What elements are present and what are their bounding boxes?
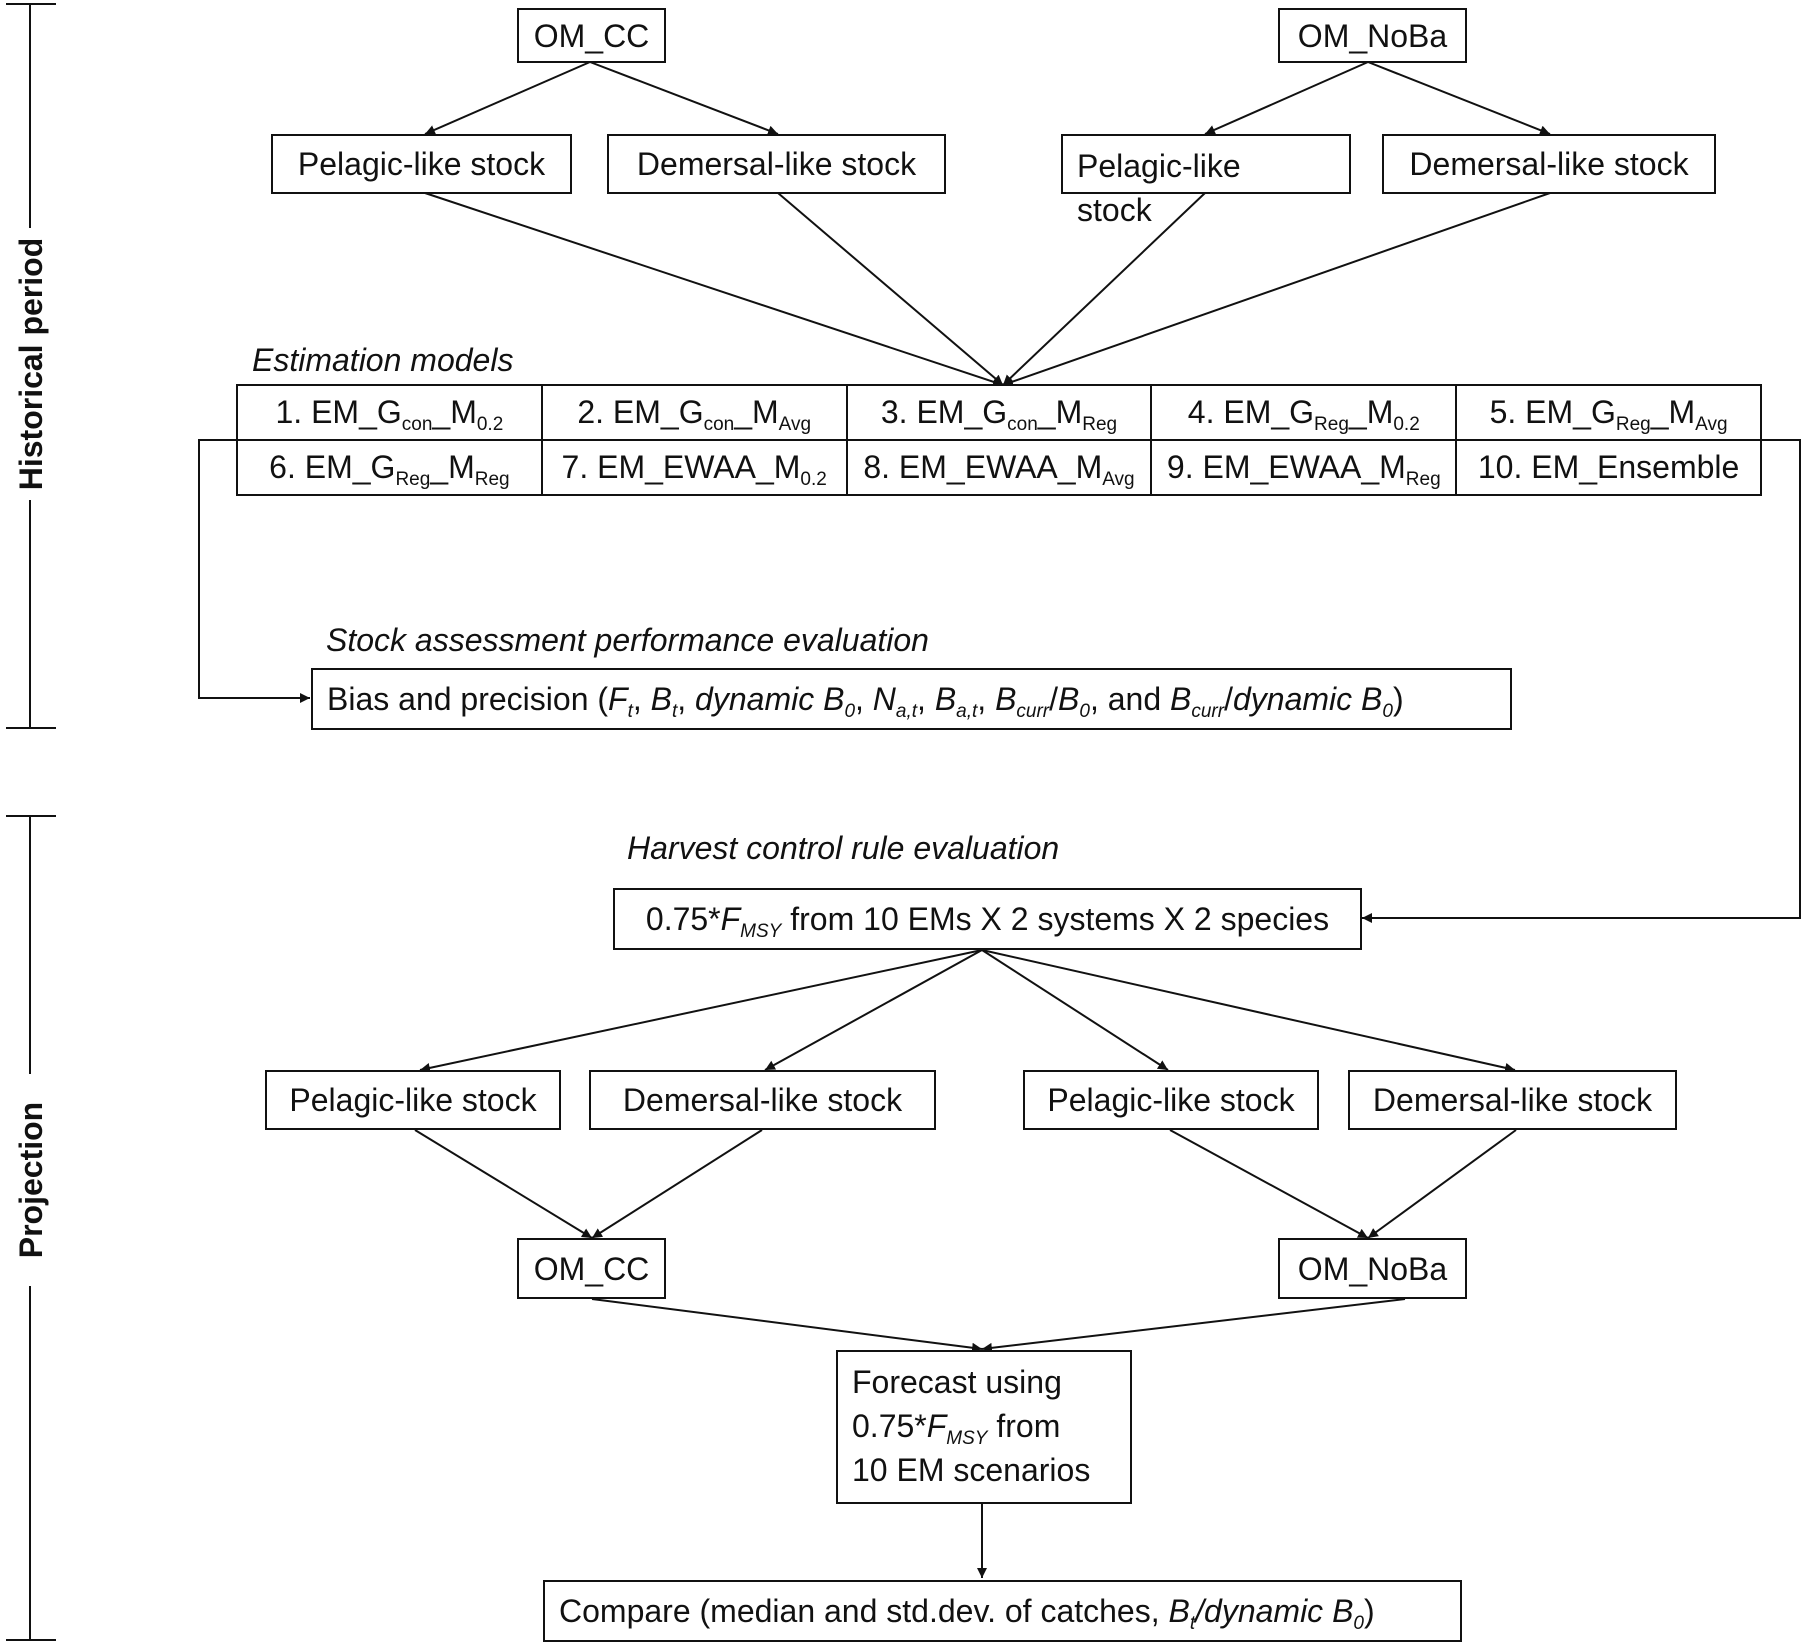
cc-pelagic-stock: Pelagic-like stock [271,134,572,194]
assessment-text: Bias and precision (Ft, Bt, dynamic B0, … [327,681,1404,722]
em-cell: 5. EM_GReg_MAvg [1455,384,1762,441]
arrow-hcr-demersal1 [764,949,983,1071]
arrow-cc-demersal [589,61,779,136]
arrow-stock4-em [1002,192,1551,387]
arrow-pelagic1-omcc [414,1129,593,1239]
arrow-hcr-demersal2 [981,949,1516,1073]
arrow-pelagic2-omnoba [1169,1129,1369,1239]
forecast-box: Forecast using 0.75*FMSY from 10 EM scen… [836,1350,1132,1504]
em-cell: 4. EM_GReg_M0.2 [1150,384,1458,441]
em-cell: 2. EM_Gcon_MAvg [540,384,848,441]
assessment-box: Bias and precision (Ft, Bt, dynamic B0, … [311,668,1512,730]
arrow-omcc-forecast [591,1298,983,1353]
em-cell: 3. EM_Gcon_MReg [845,384,1153,441]
assessment-title: Stock assessment performance evaluation [326,622,929,658]
proj-demersal-stock-1: Demersal-like stock [589,1070,936,1130]
forecast-line-2: 0.75*FMSY from [852,1408,1061,1449]
arrow-hcr-pelagic2 [981,949,1169,1071]
arrow-omnoba-forecast [981,1298,1406,1353]
em-cell: 10. EM_Ensemble [1455,439,1762,496]
arrow-hcr-pelagic1 [419,949,983,1073]
arrow-demersal2-omnoba [1367,1129,1517,1239]
arrow-demersal1-omcc [591,1129,763,1239]
estimation-models-title: Estimation models [252,342,514,378]
em-cell: 9. EM_EWAA_MReg [1150,439,1458,496]
om-noba-projection: OM_NoBa [1278,1238,1467,1299]
compare-text: Compare (median and std.dev. of catches,… [559,1593,1375,1634]
arrow-noba-pelagic [1204,61,1369,135]
proj-pelagic-stock-2: Pelagic-like stock [1023,1070,1319,1130]
em-cell: 6. EM_GReg_MReg [236,439,543,496]
em-cell: 8. EM_EWAA_MAvg [845,439,1153,496]
arrow-cc-pelagic [424,61,591,135]
noba-pelagic-stock: Pelagic-like stock [1061,134,1351,228]
em-cell: 1. EM_Gcon_M0.2 [236,384,543,441]
forecast-line-3: 10 EM scenarios [852,1452,1091,1488]
cc-demersal-stock: Demersal-like stock [607,134,946,194]
noba-demersal-stock: Demersal-like stock [1382,134,1716,194]
noba-pelagic-stock-label: Pelagic-like stock [1077,148,1241,228]
arrow-noba-demersal [1367,61,1551,135]
hcr-text: 0.75*FMSY from 10 EMs X 2 systems X 2 sp… [645,901,1330,942]
om-noba-top: OM_NoBa [1278,8,1467,63]
proj-pelagic-stock-1: Pelagic-like stock [265,1070,561,1130]
em-cell: 7. EM_EWAA_M0.2 [540,439,848,496]
projection-period-label: Projection [11,1074,51,1286]
arrow-em-assessment [198,439,310,703]
arrow-stock2-em [777,192,1004,386]
arrow-stock1-em [424,192,1004,387]
arrow-em-hcr [1362,439,1801,923]
arrow-stock3-em [1002,192,1206,386]
om-cc-projection: OM_CC [517,1238,666,1299]
hcr-title: Harvest control rule evaluation [627,830,1060,866]
historical-period-label: Historical period [11,228,51,500]
hcr-box: 0.75*FMSY from 10 EMs X 2 systems X 2 sp… [613,888,1362,950]
compare-box: Compare (median and std.dev. of catches,… [543,1580,1462,1642]
forecast-line-1: Forecast using [852,1364,1062,1400]
om-cc-top: OM_CC [517,8,666,63]
proj-demersal-stock-2: Demersal-like stock [1348,1070,1677,1130]
